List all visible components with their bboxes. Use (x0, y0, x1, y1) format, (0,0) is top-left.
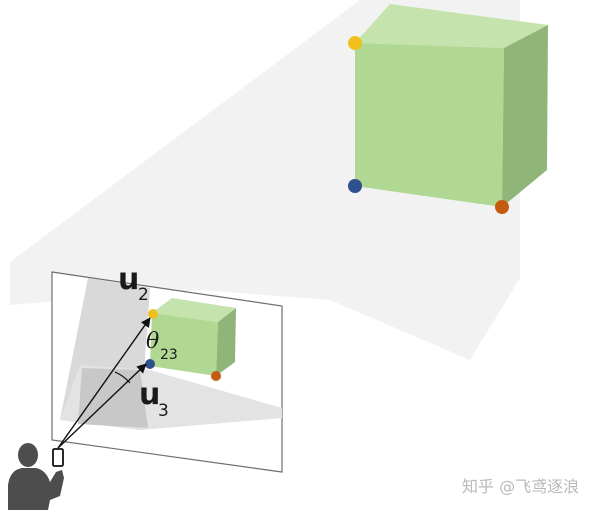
far-cube-side (502, 25, 548, 207)
label-u2-subscript: 2 (138, 285, 149, 305)
far-corner-orange (495, 200, 509, 214)
far-corner-yellow (348, 36, 362, 50)
projected-cube-side (216, 308, 236, 376)
angle-arc-theta23 (114, 371, 131, 384)
projected-cube-top (152, 298, 236, 322)
proj-corner-blue (145, 359, 155, 369)
label-u3: u (139, 377, 160, 412)
projected-cube (150, 298, 236, 376)
label-theta-subscript: 23 (160, 347, 178, 363)
label-u2: u (118, 262, 139, 297)
proj-corner-yellow (148, 309, 158, 319)
far-cube-front (355, 43, 504, 207)
proj-corner-orange (211, 371, 221, 381)
far-corner-blue (348, 179, 362, 193)
label-theta: θ (146, 329, 159, 354)
camera-device-icon (52, 448, 64, 467)
vector-u2-arrow (57, 317, 151, 449)
person-silhouette-icon (8, 443, 64, 510)
watermark-text: 知乎 @飞鸢逐浪 (462, 477, 579, 496)
projected-cube-front (150, 313, 218, 376)
far-cube-top (355, 4, 548, 48)
label-u3-subscript: 3 (158, 401, 169, 421)
far-cube (355, 4, 548, 207)
vector-u3-arrow (57, 363, 147, 449)
